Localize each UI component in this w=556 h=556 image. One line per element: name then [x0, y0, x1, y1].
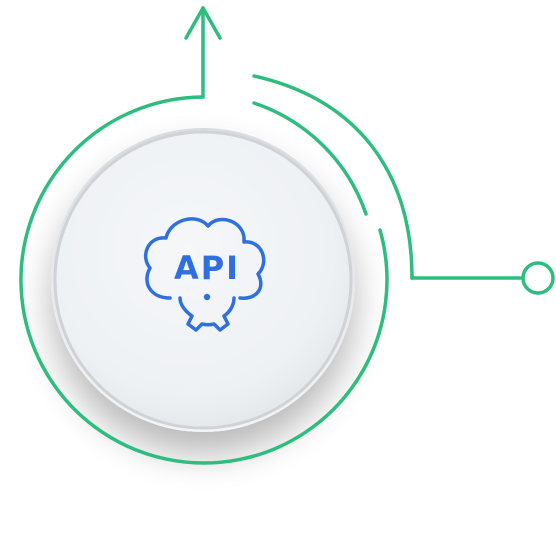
up-arrow-head [184, 6, 222, 40]
inner-arc-short [252, 101, 368, 216]
outer-arc-long [252, 74, 414, 280]
cloud-gear-icon [144, 217, 266, 332]
end-node [521, 261, 555, 295]
api-label: API [174, 249, 240, 287]
outer-ring [19, 95, 389, 465]
knob-face [53, 130, 353, 430]
